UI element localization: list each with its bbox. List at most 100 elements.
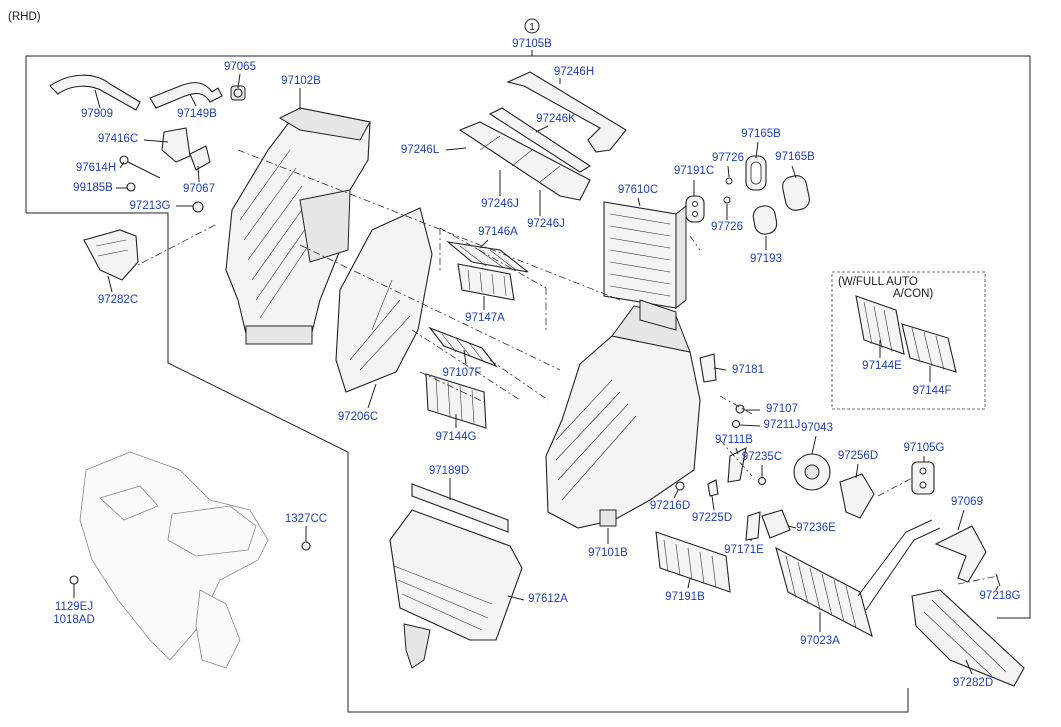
part-label-97181[interactable]: 97181 bbox=[732, 364, 764, 376]
part-label-97236e[interactable]: 97236E bbox=[796, 522, 836, 534]
grommet-97213g bbox=[192, 201, 204, 213]
seal-97189d bbox=[411, 483, 509, 533]
part-label-97416c[interactable]: 97416C bbox=[98, 133, 138, 145]
leader-line-97065 bbox=[237, 73, 241, 89]
plate-97206c-ribs bbox=[349, 279, 411, 371]
part-label-97101b[interactable]: 97101B bbox=[588, 547, 628, 559]
part-label-97282c[interactable]: 97282C bbox=[98, 294, 138, 306]
door-97144g bbox=[425, 373, 487, 429]
part-label-1129ej[interactable]: 1129EJ bbox=[55, 601, 93, 613]
part-label-97165b[interactable]: 97165B bbox=[741, 128, 781, 140]
part-label-1018ad[interactable]: 1018AD bbox=[53, 614, 95, 626]
part-label-97146a[interactable]: 97146A bbox=[478, 226, 518, 238]
part-label-97144f[interactable]: 97144F bbox=[912, 385, 951, 397]
part-label-97225d[interactable]: 97225D bbox=[692, 512, 732, 524]
grommet-97235c bbox=[757, 476, 767, 486]
fitting-97065 bbox=[230, 85, 246, 101]
duct-97171e bbox=[934, 525, 987, 583]
part-label-97282d[interactable]: 97282D bbox=[953, 677, 993, 689]
part-label-97165b[interactable]: 97165B bbox=[775, 151, 815, 163]
part-label-97909[interactable]: 97909 bbox=[81, 108, 113, 120]
leader-line-97614h bbox=[119, 161, 125, 169]
part-label-97023a[interactable]: 97023A bbox=[800, 635, 840, 647]
leader-line-97416c bbox=[143, 139, 169, 143]
clip-97211j bbox=[731, 419, 741, 429]
part-label-97256d[interactable]: 97256D bbox=[838, 450, 878, 462]
part-label-97107f[interactable]: 97107F bbox=[442, 367, 481, 379]
part-label-97614h[interactable]: 97614H bbox=[76, 162, 116, 174]
sensor-97614h bbox=[119, 155, 161, 179]
clip-97216d bbox=[675, 481, 685, 491]
part-label-97191b[interactable]: 97191B bbox=[665, 591, 705, 603]
evaporator-97610c bbox=[603, 201, 687, 310]
duct-97282c-ribs bbox=[95, 239, 129, 257]
part-label-97043[interactable]: 97043 bbox=[801, 422, 833, 434]
option-box-subtitle: A/CON) bbox=[893, 288, 933, 300]
callout-layer: 97909 97149B 97065 97102B 97416C 97614H 97067 9… bbox=[53, 61, 1020, 689]
part-label-97171e[interactable]: 97171E bbox=[724, 544, 764, 556]
filter-97146a bbox=[446, 241, 529, 273]
assembly-index-circle bbox=[524, 18, 540, 34]
part-label-97191c[interactable]: 97191C bbox=[674, 165, 714, 177]
actuator-97256d bbox=[839, 473, 875, 519]
seal-97246k bbox=[488, 107, 592, 173]
part-label-97206c[interactable]: 97206C bbox=[338, 411, 378, 423]
seal-97165b-right bbox=[782, 175, 810, 211]
filter-97191b bbox=[655, 531, 731, 593]
motor-97043 bbox=[793, 453, 831, 491]
leader-line-97216d bbox=[673, 489, 679, 499]
clip-99185b bbox=[126, 182, 136, 192]
part-label-97065[interactable]: 97065 bbox=[224, 61, 256, 73]
part-label-97216d[interactable]: 97216D bbox=[650, 500, 690, 512]
part-label-97246l[interactable]: 97246L bbox=[401, 144, 440, 156]
actuator-97236e bbox=[761, 509, 791, 539]
part-label-97144e[interactable]: 97144E bbox=[862, 360, 902, 372]
part-label-97147a[interactable]: 97147A bbox=[465, 312, 505, 324]
duct-97282d bbox=[911, 589, 1025, 687]
part-label-97246j[interactable]: 97246J bbox=[527, 218, 565, 230]
leader-line-97246l bbox=[445, 147, 467, 151]
leader-line-97149b bbox=[189, 93, 197, 107]
heater-core-97023a bbox=[775, 519, 941, 638]
part-label-97067[interactable]: 97067 bbox=[183, 183, 215, 195]
gasket-97191c bbox=[685, 195, 705, 223]
part-label-1327cc[interactable]: 1327CC bbox=[285, 513, 327, 525]
part-label-97612a[interactable]: 97612A bbox=[528, 593, 568, 605]
part-label-97105g[interactable]: 97105G bbox=[904, 442, 945, 454]
part-label-99185b[interactable]: 99185B bbox=[73, 182, 113, 194]
heater-case-right-97101b bbox=[545, 299, 701, 529]
part-label-97218g[interactable]: 97218G bbox=[980, 590, 1021, 602]
seal-97193 bbox=[752, 205, 778, 235]
filter-97144e bbox=[855, 295, 905, 355]
part-label-97610c[interactable]: 97610C bbox=[618, 184, 658, 196]
part-label-97246k[interactable]: 97246K bbox=[536, 113, 576, 125]
oring-97726-lower bbox=[723, 196, 731, 204]
variant-label: (RHD) bbox=[8, 11, 41, 23]
part-label-97111b[interactable]: 97111B bbox=[715, 434, 753, 446]
part-label-97107[interactable]: 97107 bbox=[766, 403, 798, 415]
part-label-97211j[interactable]: 97211J bbox=[764, 419, 801, 431]
part-label-97246j[interactable]: 97246J bbox=[481, 198, 519, 210]
leader-line-97610c bbox=[637, 197, 641, 207]
leader-line-97043 bbox=[811, 435, 817, 455]
part-label-97149b[interactable]: 97149B bbox=[177, 108, 217, 120]
leader-line-97111b bbox=[735, 447, 739, 455]
part-label-97726[interactable]: 97726 bbox=[712, 152, 744, 164]
filter-97144f bbox=[901, 323, 957, 373]
part-label-97102b[interactable]: 97102B bbox=[281, 75, 321, 87]
part-label-97726[interactable]: 97726 bbox=[711, 221, 743, 233]
part-label-97069[interactable]: 97069 bbox=[951, 496, 983, 508]
part-label-97235c[interactable]: 97235C bbox=[742, 451, 782, 463]
option-box bbox=[831, 271, 986, 410]
vehicle-reference-view bbox=[79, 451, 269, 669]
clip-97225d bbox=[707, 479, 719, 497]
option-box-title: (W/FULL AUTO bbox=[838, 276, 918, 288]
part-label-97213g[interactable]: 97213G bbox=[130, 200, 171, 212]
leader-line-97282c bbox=[107, 275, 113, 293]
part-label-97246h[interactable]: 97246H bbox=[554, 66, 594, 78]
part-label-97144g[interactable]: 97144G bbox=[436, 431, 477, 443]
part-label-97189d[interactable]: 97189D bbox=[429, 465, 469, 477]
part-label-97193[interactable]: 97193 bbox=[750, 253, 782, 265]
leader-line-97909 bbox=[94, 89, 101, 109]
